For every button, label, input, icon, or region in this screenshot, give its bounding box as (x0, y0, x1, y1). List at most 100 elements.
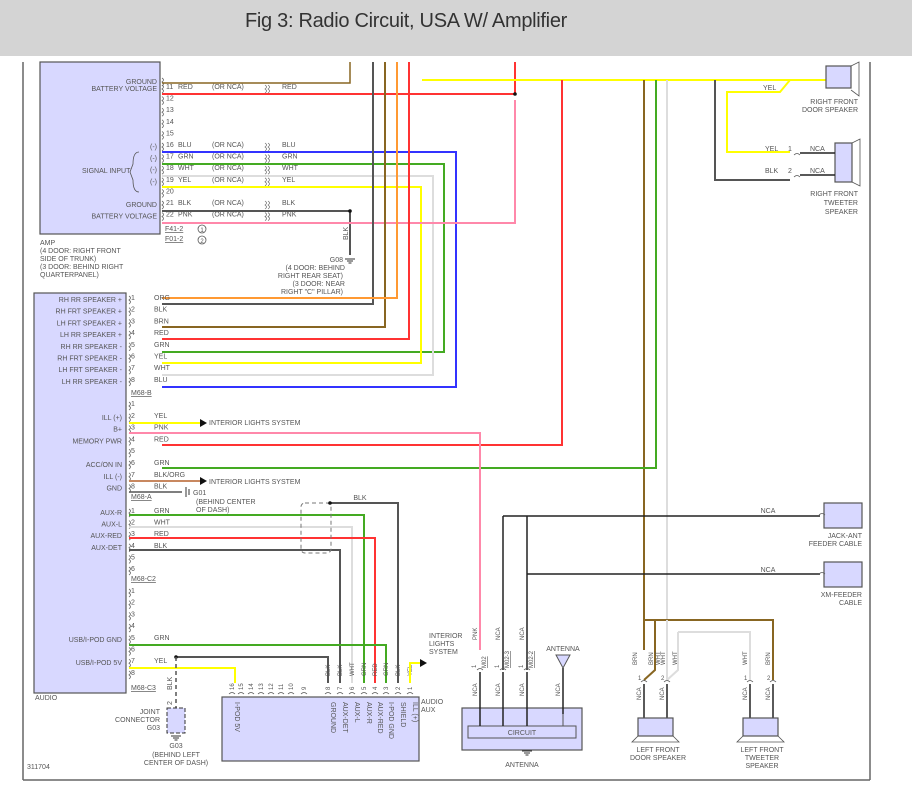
wire-color-label: NCA (743, 687, 749, 700)
audio-pin-bracket (128, 566, 131, 576)
wire-m68b-3-brn (162, 62, 386, 328)
splice-dot (348, 209, 352, 213)
wire-color-label: PNK (473, 628, 479, 640)
wire-color-label: NCA (473, 683, 479, 696)
audio-aux-caption: AUX (421, 707, 436, 714)
amp-pin-bracket (161, 107, 164, 117)
splice-dot (513, 92, 517, 96)
amp-wire-color-label: PNK (178, 212, 193, 219)
wire-lft-wht (678, 631, 751, 680)
audio-pin-bracket (128, 623, 131, 633)
audio-aux-pin-number: 4 (373, 686, 379, 690)
amp-wire-alt-label: (OR NCA) (212, 84, 244, 91)
amp-wire-alt-label: (OR NCA) (212, 177, 244, 184)
pin-number: 1 (519, 664, 525, 668)
wire-color-label: GRN (362, 663, 368, 676)
inline-connector (264, 200, 270, 210)
amp-signal-polarity: (-) (150, 179, 157, 186)
g08-caption: RIGHT REAR SEAT) (278, 273, 343, 280)
wire-color-label: BLK (353, 495, 367, 502)
audio-pin-label: LH RR SPEAKER + (60, 332, 122, 339)
joint-connector-label: JOINT (140, 709, 161, 716)
audio-pin-bracket (128, 448, 131, 458)
connector-circle-number: 1 (200, 228, 204, 234)
amp-wire-color-label: PNK (282, 212, 297, 219)
wire-amp-16-blu (162, 151, 457, 388)
wire-aux-ill-yel (409, 662, 420, 683)
audio-module (33, 292, 127, 694)
joint-connector-label: G03 (147, 725, 160, 732)
audio-pin-label: LH FRT SPEAKER + (57, 320, 122, 327)
amp-wire-color-label: BLK (282, 200, 296, 207)
right-front-tweeter-speaker (834, 142, 853, 183)
amp-signal-polarity: (-) (150, 156, 157, 163)
pin-number: 1 (788, 146, 792, 153)
interior-lights-label: LIGHTS (429, 641, 455, 648)
audio-pin-number: 4 (131, 623, 135, 630)
connector-symbol (793, 153, 801, 156)
audio-aux-pin-number: 10 (289, 683, 295, 690)
wire-color-label: NCA (496, 683, 502, 696)
speaker-cone-icon (850, 61, 860, 97)
wire-m68b-4-red (162, 62, 410, 340)
audio-aux-pin-connector (394, 692, 402, 695)
amp-caption: SIDE OF TRUNK) (40, 256, 96, 263)
audio-aux-pin-number: 5 (362, 686, 368, 690)
audio-caption: AUDIO (35, 695, 58, 702)
wire-color-label: NCA (761, 508, 776, 515)
amp-wire-alt-label: (OR NCA) (212, 212, 244, 219)
wire-color-label: GRN (384, 663, 390, 676)
signal-input-label: SIGNAL INPUT (82, 168, 131, 175)
audio-wire-color-label: BLU (154, 377, 168, 384)
audio-aux-pin-connector (287, 692, 295, 695)
audio-pin-number: 1 (131, 588, 135, 595)
g01-caption: OF DASH) (196, 507, 229, 514)
feeder-caption: XM-FEEDER (821, 592, 862, 599)
wire-rf-yel-loop (726, 79, 791, 153)
audio-pin-label: ILL (+) (102, 415, 122, 422)
audio-pin-bracket (128, 635, 131, 645)
audio-wire-color-label: ORG (154, 295, 170, 302)
audio-wire-color-label: GRN (154, 635, 170, 642)
audio-wire-color-label: YEL (154, 354, 167, 361)
amp-pin-number: 13 (166, 107, 174, 114)
amp-pin-bracket (161, 200, 164, 210)
audio-pin-label: LH RR SPEAKER - (62, 379, 123, 386)
wire-color-label: NCA (766, 687, 772, 700)
audio-aux-pin-number: 11 (279, 683, 285, 690)
speaker-cone-icon (851, 138, 861, 187)
audio-pin-bracket (128, 377, 131, 387)
audio-pin-number: 6 (131, 566, 135, 573)
inline-connector (264, 177, 270, 187)
page-title: Fig 3: Radio Circuit, USA W/ Amplifier (244, 10, 568, 32)
audio-pin-bracket (128, 401, 131, 411)
wire-color-label: NCA (496, 627, 502, 640)
wire-color-label: BLK (343, 226, 350, 240)
audio-pin-bracket (128, 670, 131, 680)
right-front-tweeter-caption: TWEETER (824, 200, 858, 207)
audio-aux-pin-connector (277, 692, 285, 695)
wire-aux-red (129, 537, 376, 683)
wire-color-label: NCA (520, 683, 526, 696)
amp-pin-bracket (161, 77, 164, 87)
audio-aux-pin-label: AUX-L (353, 702, 360, 723)
lf-door-caption: LEFT FRONT (636, 747, 680, 754)
amp-caption: QUARTERPANEL) (40, 272, 99, 279)
amp-pin-number: 18 (166, 165, 174, 172)
wire-color-label: NCA (556, 683, 562, 696)
audio-pin-label: AUX-L (101, 522, 122, 529)
inline-connector (264, 165, 270, 175)
audio-pin-number: 7 (131, 472, 135, 479)
wire-color-label: BLK (167, 676, 174, 690)
wire-color-label: NCA (810, 146, 825, 153)
lf-door-caption: DOOR SPEAKER (630, 755, 686, 762)
wire-color-label: YEL (765, 146, 778, 153)
audio-pin-bracket (128, 365, 131, 375)
audio-pin-label: ACC/ON IN (86, 462, 122, 469)
audio-pin-bracket (128, 612, 131, 621)
connector-id: M02 (482, 656, 488, 668)
inline-connector (264, 84, 270, 94)
audio-aux-pin-number: 2 (396, 686, 402, 690)
pin-number: 1 (495, 664, 501, 668)
audio-pin-label: RH RR SPEAKER - (61, 344, 123, 351)
